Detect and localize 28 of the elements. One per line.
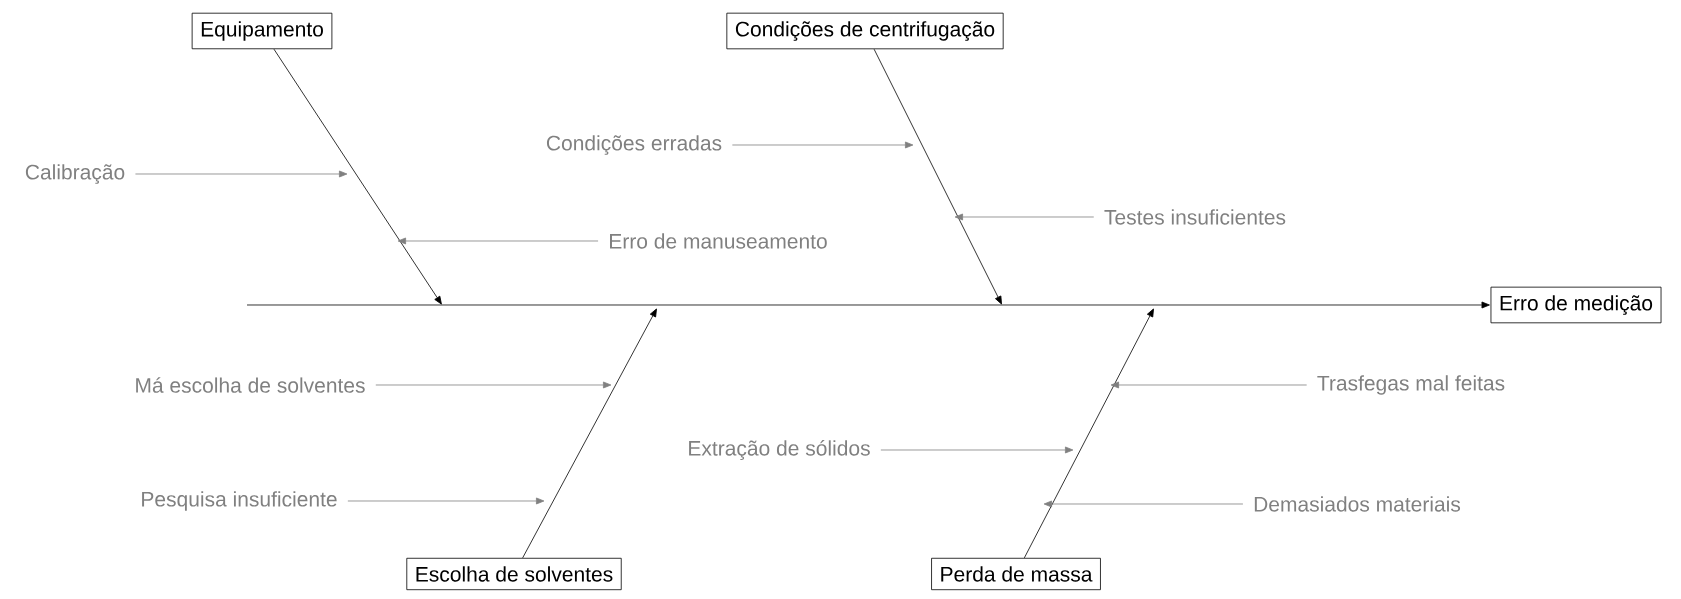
cause-label: Má escolha de solventes: [136, 377, 365, 393]
arrow: [522, 308, 657, 559]
category-box: Equipamento: [191, 12, 333, 50]
arrow: [1043, 500, 1244, 508]
effect-box: Erro de medição: [1490, 286, 1662, 324]
arrow: [1110, 381, 1308, 389]
arrow: [397, 237, 599, 245]
category-box: Condições de centrifugação: [726, 12, 1004, 50]
cause-label: Trasfegas mal feitas: [1317, 375, 1505, 395]
arrow: [135, 170, 348, 178]
cause-label: Extração de sólidos: [689, 440, 870, 460]
arrow: [880, 446, 1074, 454]
arrow: [873, 48, 1002, 305]
cause-label: Condições erradas: [546, 135, 722, 155]
arrow: [1023, 308, 1154, 559]
cause-label: Pesquisa insuficiente: [142, 491, 337, 511]
cause-label: Testes insuficientes: [1104, 209, 1286, 225]
arrow: [731, 141, 914, 149]
category-box: Escolha de solventes: [406, 557, 622, 591]
cause-label: Demasiados materiais: [1254, 496, 1461, 512]
arrow: [347, 497, 545, 505]
cause-label: Erro de manuseamento: [610, 233, 827, 249]
arrow: [273, 48, 442, 305]
category-box: Perda de massa: [931, 557, 1101, 591]
spine-arrow: [246, 301, 1490, 309]
cause-label: Calibração: [25, 164, 125, 184]
arrow: [954, 213, 1095, 221]
arrow: [375, 381, 612, 389]
